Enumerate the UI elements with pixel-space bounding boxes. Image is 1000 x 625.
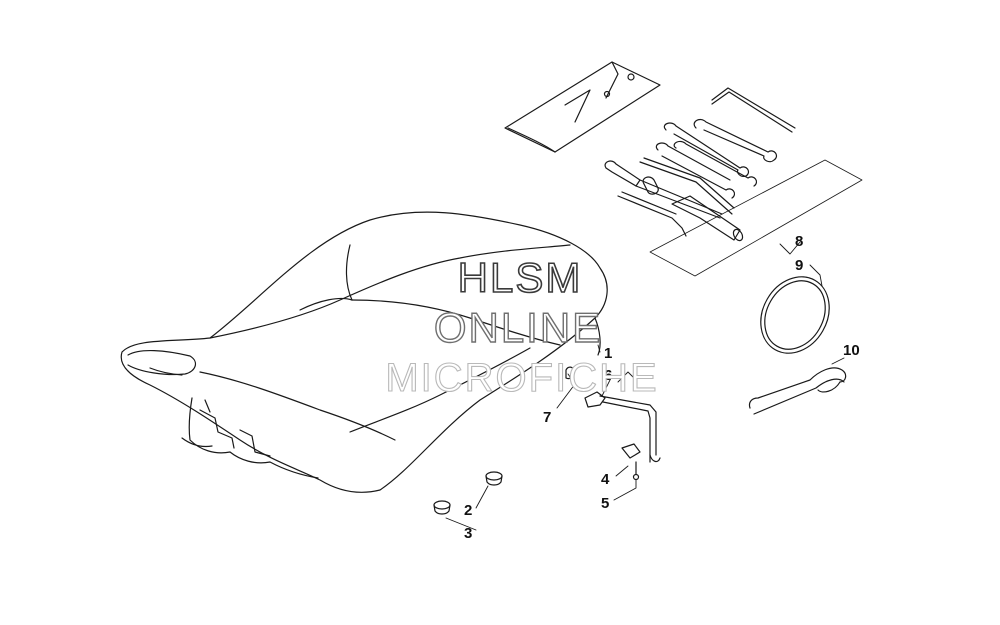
callout-3: 3 <box>464 525 472 542</box>
grommet-lower <box>433 500 451 515</box>
seat-part <box>120 211 608 493</box>
callout-10: 10 <box>843 342 860 359</box>
combination-wrench-2 <box>663 122 758 187</box>
seat-latch-assembly <box>565 366 661 481</box>
tool-pouch <box>504 61 661 153</box>
combination-wrench-1 <box>693 118 778 163</box>
callout-9: 9 <box>795 257 803 274</box>
spark-plug-socket <box>671 195 744 242</box>
callout-2: 2 <box>464 502 472 519</box>
combination-wrench-3 <box>655 142 736 199</box>
extension-tool <box>617 176 687 237</box>
callout-6: 6 <box>604 367 612 384</box>
callout-5: 5 <box>601 495 609 512</box>
tool-kit-group-outline <box>649 159 863 277</box>
grommet-upper <box>485 471 503 486</box>
leader-lines <box>445 241 845 531</box>
spanner-wrench <box>748 367 847 415</box>
callout-7: 7 <box>543 409 551 426</box>
callout-4: 4 <box>601 471 610 488</box>
screwdriver-2 <box>639 157 735 215</box>
o-ring <box>760 276 830 354</box>
callout-8: 8 <box>795 233 803 250</box>
hex-key <box>711 87 796 133</box>
callout-labels: 1 2 3 4 5 6 7 8 9 10 <box>464 233 860 542</box>
callout-1: 1 <box>604 345 612 362</box>
